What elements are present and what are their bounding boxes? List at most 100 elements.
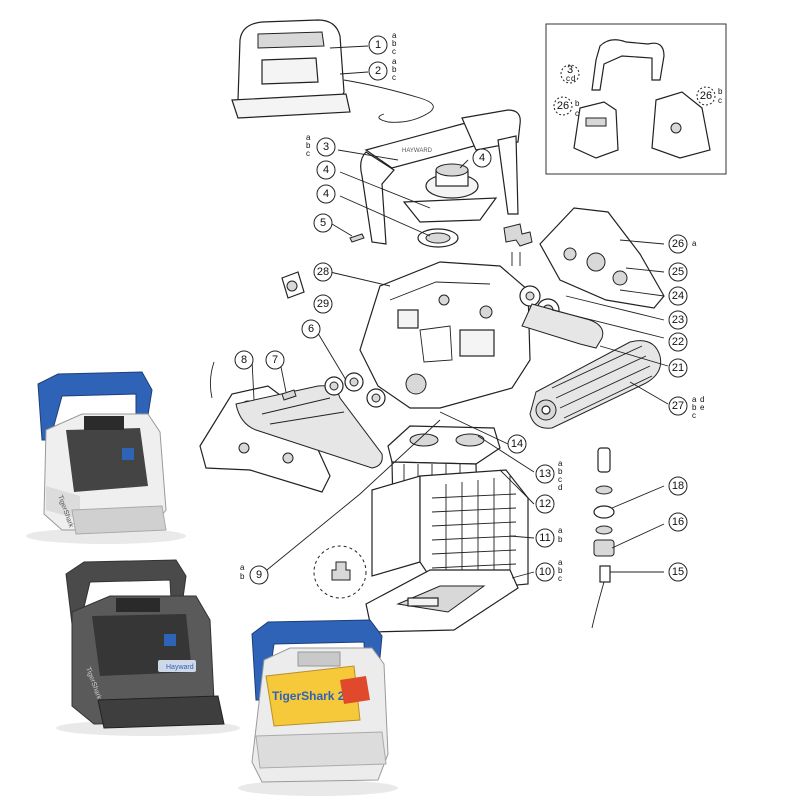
callout-c7-number: 7: [272, 354, 278, 366]
bottom-door-drawing: [365, 569, 519, 633]
callout-c27-letter-b: b: [692, 403, 697, 412]
callout-c29-number: 29: [317, 298, 329, 310]
callout-c26-number: 26: [672, 238, 684, 250]
callout-c1: 1 abc: [368, 31, 397, 56]
callout-c1-letter-a: a: [392, 31, 397, 40]
callout-c28: 28: [313, 262, 333, 282]
callout-c16: 16: [668, 512, 688, 532]
callout-c23-number: 23: [672, 314, 684, 326]
callout-c3-letter-a: a: [306, 133, 311, 142]
callout-c10-number: 10: [539, 566, 551, 578]
callout-c25-number: 25: [672, 266, 684, 278]
callout-c8-number: 8: [241, 354, 247, 366]
callout-c21-number: 21: [672, 362, 684, 374]
right-track-drawing: [521, 303, 604, 349]
callout-c10-letter-b: b: [558, 566, 563, 575]
callout-c9: 9 ab: [240, 563, 269, 585]
swivel-drawing: [281, 271, 305, 299]
screw-7-drawing: [281, 389, 297, 401]
callout-c10-letter-a: a: [558, 558, 563, 567]
tigershark2-logo: TigerShark 2: [272, 689, 345, 703]
callout-c28-number: 28: [317, 266, 329, 278]
callout-c13-number: 13: [539, 468, 551, 480]
callout-c9-number: 9: [256, 569, 262, 581]
handle-drawing: HAYWARD: [360, 109, 521, 245]
inset-callout-3-number: 3: [567, 64, 573, 76]
bearings-drawing: [324, 372, 386, 408]
callout-c1-number: 1: [375, 39, 381, 51]
callout-c14-number: 14: [511, 438, 523, 450]
callout-c9-letter-a: a: [240, 563, 245, 572]
tigershark2-robot-photo: TigerShark 2: [238, 619, 398, 796]
callout-c1-letter-c: c: [392, 47, 396, 56]
callout-c7: 7: [265, 350, 285, 370]
inset-callout-26-left-number: 26: [557, 100, 569, 112]
callout-c15: 15: [668, 562, 688, 582]
callout-c18-number: 18: [672, 480, 684, 492]
callout-c5-number: 5: [320, 217, 326, 229]
inset-box: [545, 23, 727, 175]
brush-drawing: [529, 340, 662, 429]
screw-drawing: [349, 233, 365, 243]
inset-callout-26-right-letter-b: b: [718, 87, 723, 96]
callout-c2-letter-a: a: [392, 57, 397, 66]
power-supply-drawing: [231, 19, 434, 123]
callout-c11-number: 11: [539, 532, 550, 544]
inset-callout-3-letter-c: c: [566, 74, 570, 83]
callout-c27-letter-d: d: [700, 395, 704, 404]
callout-c9-letter-b: b: [240, 572, 245, 581]
blue-robot-photo: TigerShark: [26, 371, 186, 544]
inset-callout-26-right-letter-c: c: [718, 96, 722, 105]
callout-c2-letter-b: b: [392, 65, 397, 74]
inset-callout-26-left-letter-b: b: [575, 99, 580, 108]
screw-detail-drawing: [313, 545, 367, 599]
callout-c13-letter-a: a: [558, 459, 563, 468]
inset-callout-26-right: 26 bc: [696, 86, 723, 106]
callout-c29: 29: [313, 294, 333, 314]
gray-robot-brand: Hayward: [166, 664, 194, 671]
callout-c3-letter-b: b: [306, 141, 311, 150]
callout-c13-letter-b: b: [558, 467, 563, 476]
callout-c8: 8: [234, 350, 254, 370]
callout-c10-letter-c: c: [558, 574, 562, 583]
callout-c13-letter-c: c: [558, 475, 562, 484]
leader-lines: [251, 45, 669, 579]
callout-c27-letter-a: a: [692, 395, 697, 404]
impeller-drawing: [402, 163, 498, 248]
inset-callout-3-letter-d: d: [571, 74, 575, 83]
filter-frame-drawing: [371, 469, 529, 593]
callout-c4a-number: 4: [479, 152, 485, 164]
callout-c2-letter-c: c: [392, 73, 396, 82]
callout-c4c-number: 4: [323, 188, 329, 200]
callout-c23: 23: [668, 310, 688, 330]
callout-c4b: 4: [316, 160, 336, 180]
callout-c22-number: 22: [672, 336, 684, 348]
inset-callout-26-right-number: 26: [700, 90, 712, 102]
callout-c12: 12: [535, 494, 555, 514]
callout-c4b-number: 4: [323, 164, 329, 176]
svg-text:HAYWARD: HAYWARD: [402, 148, 433, 154]
callout-c4c: 4: [316, 184, 336, 204]
callout-c15-number: 15: [672, 566, 684, 578]
callout-c13-letter-d: d: [558, 483, 562, 492]
callout-c27-letter-c: c: [692, 411, 696, 420]
callout-c21: 21: [668, 358, 688, 378]
main-body-drawing: [359, 261, 531, 409]
callout-c27-letter-e: e: [700, 403, 705, 412]
callout-c18: 18: [668, 476, 688, 496]
callout-c1-letter-b: b: [392, 39, 397, 48]
callout-c3-letter-c: c: [306, 149, 310, 158]
callout-c25: 25: [668, 262, 688, 282]
callout-c11-letter-a: a: [558, 526, 563, 535]
callout-c27-number: 27: [672, 400, 684, 412]
callout-c4a: 4: [472, 148, 492, 168]
